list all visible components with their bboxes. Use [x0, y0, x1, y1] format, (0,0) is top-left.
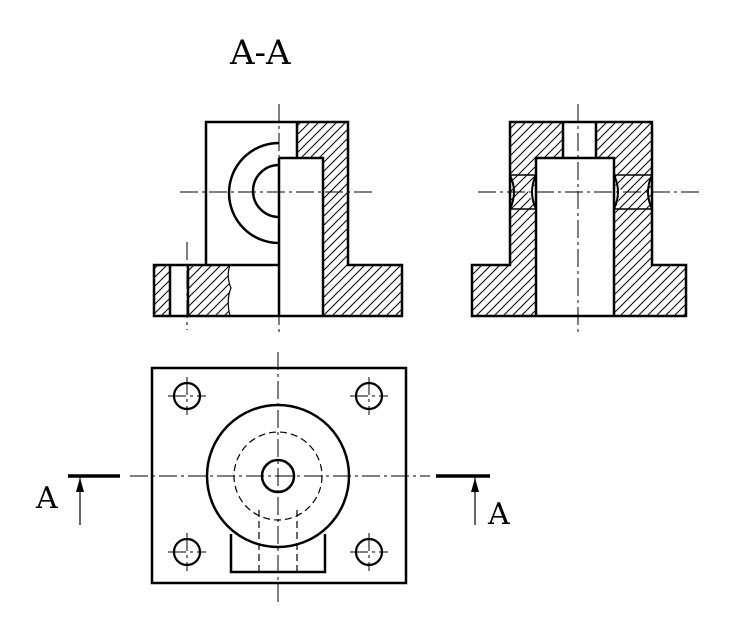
- section-title: A-A: [230, 33, 291, 73]
- front-view-bore: [279, 156, 325, 316]
- cutting-plane-label-left: A: [36, 481, 58, 516]
- front-view-upper-body-left: [204, 120, 279, 265]
- front-view-half-section: [152, 104, 404, 334]
- side-view-hatching: [472, 122, 686, 316]
- arrow-left-head: [76, 478, 84, 492]
- front-view-section-right: [278, 120, 404, 318]
- side-view-full-section: [470, 104, 702, 334]
- arrow-right-head: [471, 478, 479, 492]
- front-view-boss-outer-arc: [227, 141, 280, 245]
- side-view-outline: [470, 120, 688, 318]
- front-view-centerlines: [180, 104, 376, 334]
- front-view-boss-inner-arc: [251, 163, 280, 219]
- side-view-centerlines: [478, 104, 702, 334]
- top-view-centerlines: [130, 352, 430, 605]
- cutting-plane-label-right: A: [488, 497, 510, 532]
- side-view-bore: [534, 156, 616, 316]
- front-view-break-line: [227, 264, 232, 317]
- front-view-flange-left: [152, 263, 278, 318]
- top-view: [68, 352, 490, 605]
